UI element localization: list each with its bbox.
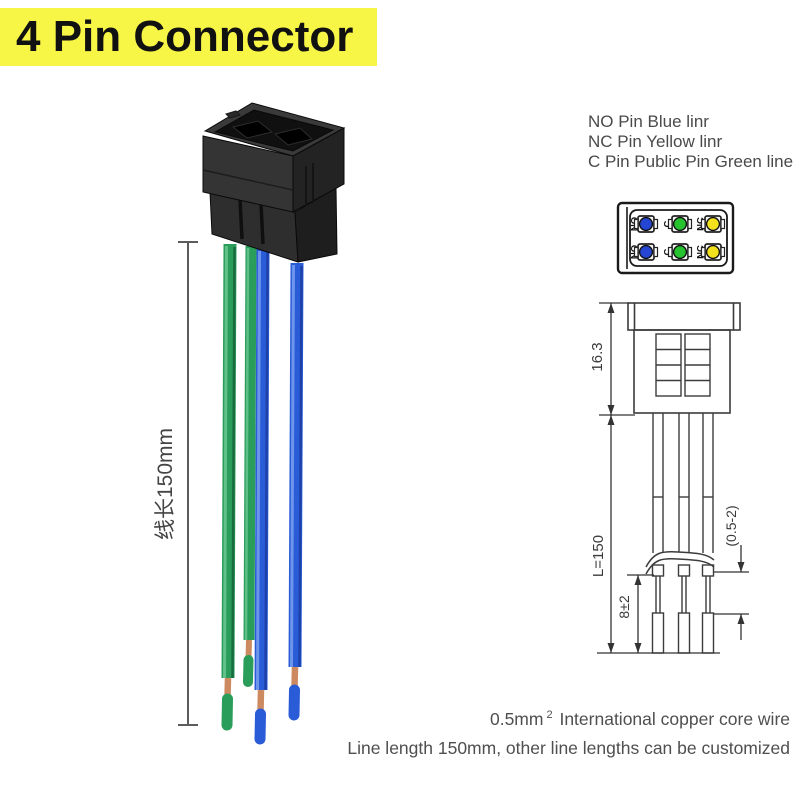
- green-wire-1: [221, 243, 237, 731]
- green-wire-2: [243, 245, 257, 687]
- blue-wire-1: [254, 248, 270, 745]
- legend-line-c: C Pin Public Pin Green line: [588, 152, 794, 171]
- wire-spec-rest: International copper core wire: [554, 709, 790, 729]
- pin-c-2: C: [663, 243, 693, 261]
- photo-dimension: [178, 241, 198, 726]
- pin-nc-1: NC: [696, 215, 726, 233]
- pin-no-1: NO: [630, 215, 659, 233]
- pinout-diagram: NO C NC NO C: [616, 201, 735, 275]
- wire-photo-group: [221, 243, 304, 745]
- dim-strip-label: 8±2: [616, 595, 632, 618]
- customization-note: Line length 150mm, other line lengths ca…: [347, 738, 790, 758]
- pin-c-1: C: [663, 215, 693, 233]
- photo-dimension-label: 线长150mm: [154, 428, 177, 540]
- connector-body: [202, 102, 346, 263]
- pin-nc-2: NC: [696, 243, 726, 261]
- technical-drawing: [627, 302, 741, 654]
- dim-length-label: L=150: [590, 535, 607, 577]
- legend-line-nc: NC Pin Yellow linr: [588, 132, 723, 151]
- wire-spec-superscript: 2: [546, 709, 553, 722]
- blue-wire-2: [288, 262, 304, 721]
- drawing-dimensions: [597, 302, 749, 654]
- dim-height-label: 16.3: [589, 342, 606, 371]
- pin-no-2: NO: [630, 243, 659, 261]
- pin-legend: NO Pin Blue linr NC Pin Yellow linr C Pi…: [588, 112, 793, 172]
- wire-spec-value: 0.5mm: [489, 709, 544, 729]
- page-title: 4 Pin Connector: [16, 12, 354, 61]
- dim-tin-label: (0.5-2): [723, 505, 739, 546]
- title-banner: 4 Pin Connector: [0, 8, 377, 66]
- legend-line-no: NO Pin Blue linr: [588, 112, 709, 131]
